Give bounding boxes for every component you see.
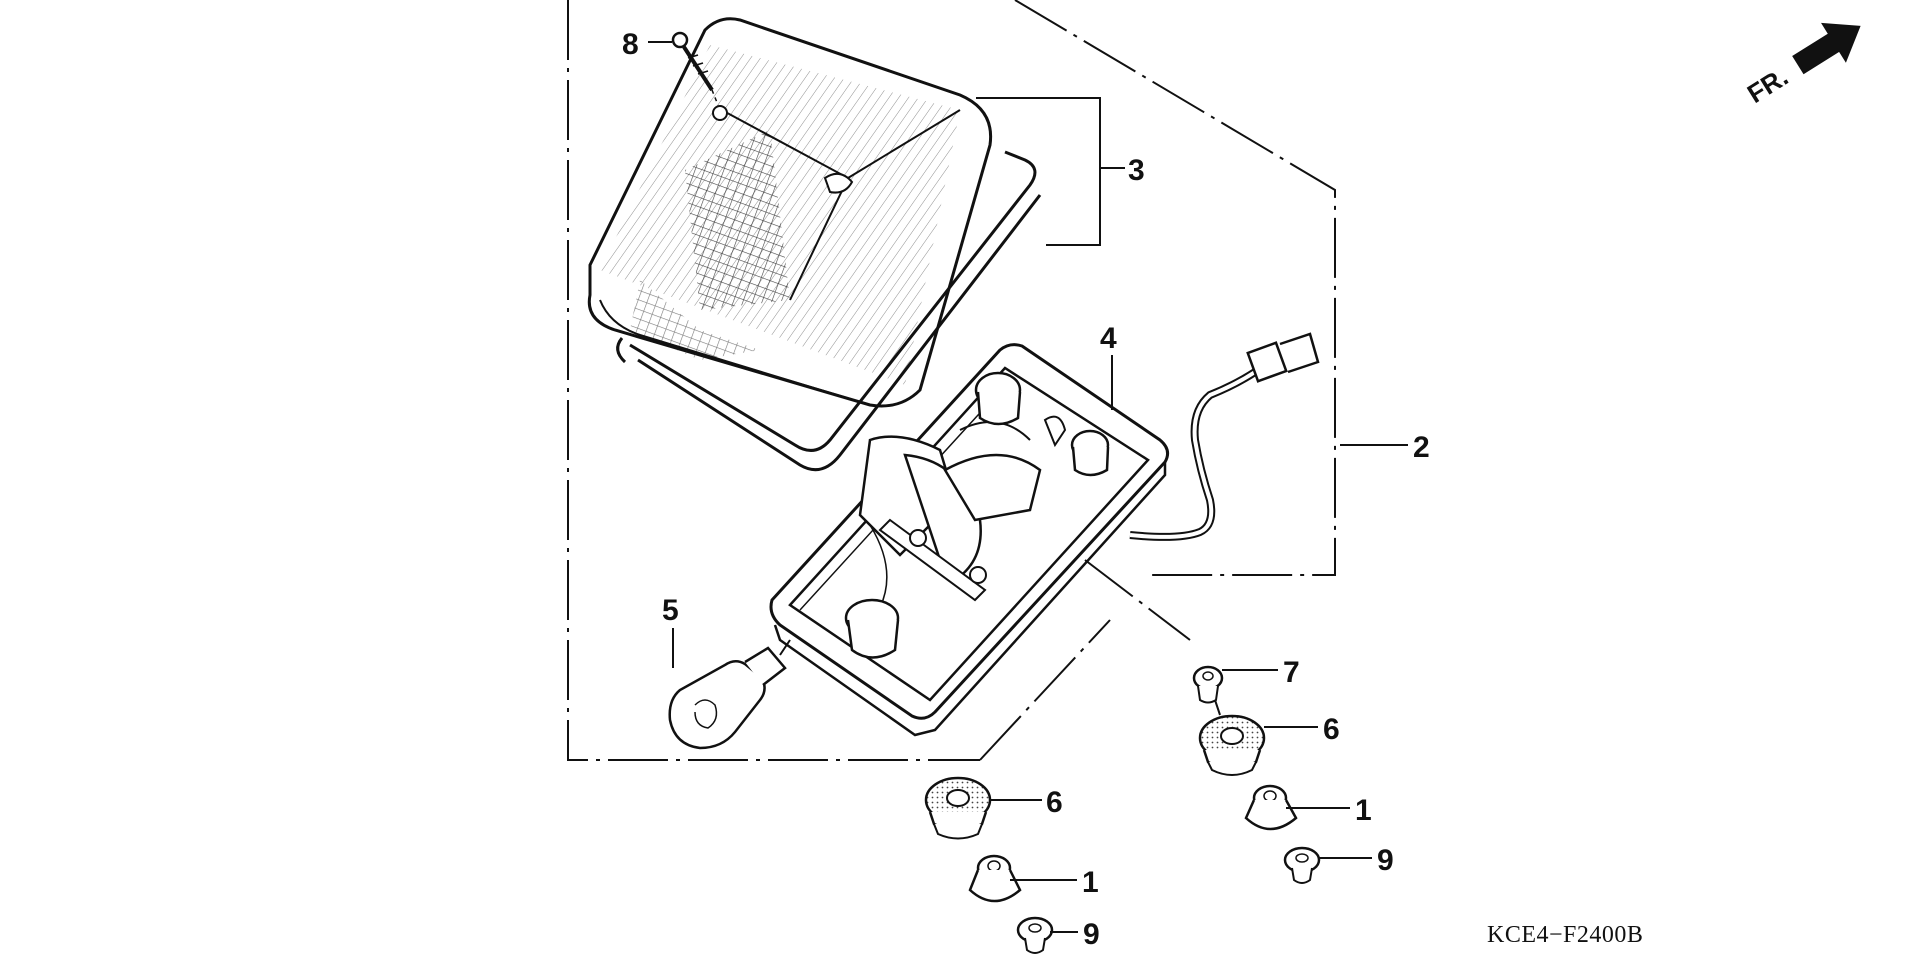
diagram-code: KCE4−F2400B (1487, 922, 1644, 948)
arrow-icon (1792, 22, 1861, 75)
front-direction-indicator: FR. (1742, 22, 1861, 109)
callout-1-left: 1 (1082, 866, 1099, 899)
leader-lines (648, 41, 1408, 933)
callout-9-right: 9 (1377, 844, 1394, 877)
callout-2: 2 (1413, 431, 1430, 464)
bulb-part (668, 639, 791, 750)
socket-assembly-part (844, 371, 1110, 659)
nut-right-part (1244, 784, 1298, 831)
callout-5: 5 (662, 594, 679, 627)
callout-3: 3 (1128, 154, 1145, 187)
front-direction-label: FR. (1742, 61, 1793, 109)
bolt-left-part (1016, 916, 1054, 954)
callout-6-left: 6 (1046, 786, 1063, 819)
callout-4: 4 (1100, 322, 1117, 355)
callout-9-left: 9 (1083, 918, 1100, 951)
collar-part (1192, 665, 1224, 704)
wire-harness (1129, 332, 1320, 541)
lens-part (587, 17, 993, 408)
assembly-outline (567, 0, 1336, 761)
bolt-right-part (1283, 846, 1321, 884)
callout-labels: 8 3 2 4 5 7 6 6 1 1 9 9 (622, 28, 1430, 951)
nut-left-part (968, 854, 1022, 903)
lens-gasket (616, 150, 1042, 472)
grommet-right-part (1198, 714, 1266, 776)
callout-1-right: 1 (1355, 794, 1372, 827)
callout-6-right: 6 (1323, 713, 1340, 746)
grommet-left-part (924, 776, 992, 840)
screw-part (671, 31, 719, 106)
callout-8: 8 (622, 28, 639, 61)
callout-7: 7 (1283, 656, 1300, 689)
